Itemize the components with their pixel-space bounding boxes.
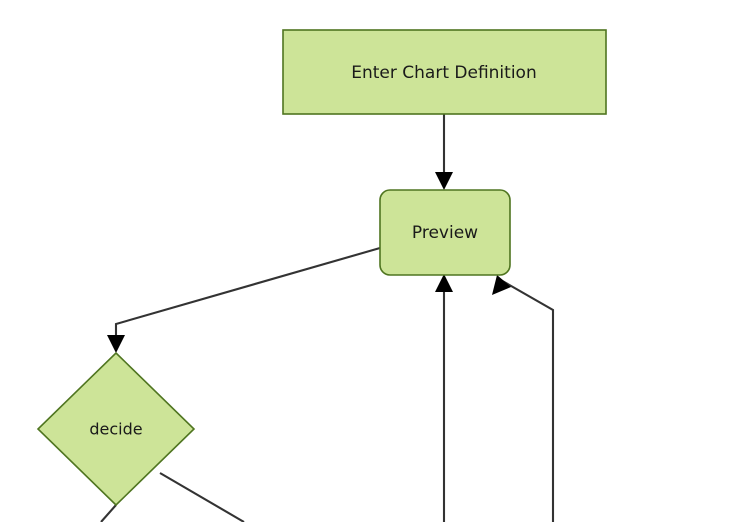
enter-chart-definition-box[interactable] bbox=[282, 29, 607, 115]
edge-bottom-right-into-preview bbox=[498, 278, 555, 522]
arrowhead-into-preview-bottom-right bbox=[492, 275, 511, 295]
edge-decide-branch-right bbox=[159, 472, 245, 522]
preview-label: Preview bbox=[412, 223, 478, 243]
decide-label: decide bbox=[89, 420, 142, 439]
enter-chart-definition-label: Enter Chart Definition bbox=[351, 63, 536, 83]
edge-decide-branch-left bbox=[100, 504, 117, 522]
node-enter-chart-definition[interactable]: Enter Chart Definition bbox=[282, 29, 607, 115]
node-decide[interactable]: decide bbox=[36, 351, 196, 507]
arrowhead-into-preview-bottom bbox=[435, 274, 453, 292]
edges-layer bbox=[100, 114, 555, 522]
arrowhead-into-preview-top bbox=[435, 172, 453, 190]
preview-box[interactable] bbox=[379, 189, 511, 276]
node-preview[interactable]: Preview bbox=[379, 189, 511, 276]
arrowhead-into-decide-top bbox=[107, 335, 125, 353]
arrowheads-layer bbox=[107, 172, 511, 353]
edge-preview-to-decide bbox=[114, 246, 381, 346]
decide-diamond[interactable] bbox=[36, 351, 196, 507]
